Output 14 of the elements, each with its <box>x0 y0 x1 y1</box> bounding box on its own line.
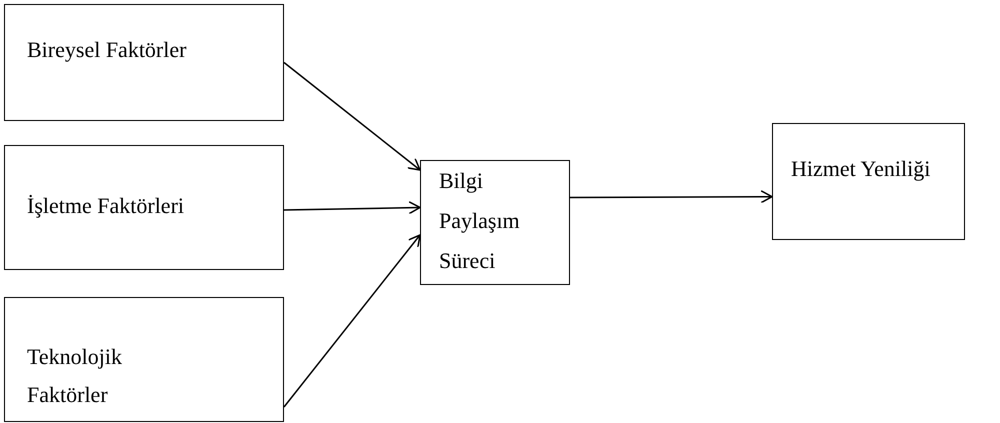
box-label: Teknolojik Faktörler <box>27 343 124 409</box>
process-box <box>420 160 570 285</box>
arrow <box>570 190 773 204</box>
arrow <box>284 62 421 171</box>
process-box <box>4 297 284 422</box>
process-box <box>4 145 284 270</box>
arrow <box>284 200 421 214</box>
process-box <box>772 123 965 240</box>
box-label: Bilgi Paylaşım Süreci <box>439 167 521 275</box>
box-label: Hizmet Yeniliği <box>791 155 932 183</box>
arrow <box>283 234 421 408</box>
box-label: İşletme Faktörleri <box>27 192 186 220</box>
box-label: Bireysel Faktörler <box>27 36 188 64</box>
process-box <box>4 4 284 121</box>
